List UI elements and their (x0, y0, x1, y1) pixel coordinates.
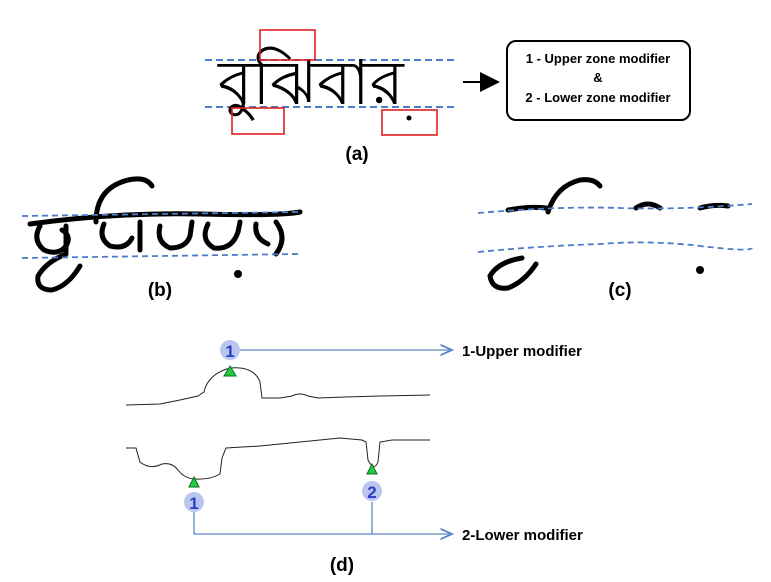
lower-number-label-1: 1 (189, 494, 198, 513)
panel-c: (c) (477, 177, 753, 301)
lower-peak-marker-2 (366, 462, 378, 475)
panel-d-label: (d) (330, 555, 354, 576)
bengali-word: বুঝিবার (217, 46, 405, 121)
panel-d: 1 1-Upper modifier 1 2 2-Lower modifier … (125, 340, 583, 576)
lower-peak-marker-1 (188, 475, 200, 488)
handwritten-word (27, 176, 303, 293)
panel-c-label: (c) (608, 280, 631, 301)
zone-legend-line-1: 1 - Upper zone modifier (526, 51, 670, 66)
lower-modifier-text: 2-Lower modifier (462, 527, 583, 544)
panel-a: বুঝিবার 1 - Upper zone modifier & 2 - Lo… (205, 29, 691, 165)
upper-profile-curve (125, 367, 431, 406)
lower-number-marker-1 (184, 492, 204, 512)
lower-guide-line-b (21, 253, 299, 259)
upper-modifier-text: 1-Upper modifier (462, 343, 582, 360)
lower-number-label-2: 2 (367, 483, 376, 502)
zone-legend-box (506, 40, 691, 121)
zone-legend-line-3: 2 - Lower zone modifier (525, 90, 670, 105)
zone-legend-line-2: & (593, 70, 602, 85)
upper-number-label: 1 (225, 342, 234, 361)
handwritten-lower-dot (234, 270, 242, 278)
upper-guide-line-b (21, 211, 299, 217)
panel-b: (b) (21, 176, 303, 301)
lower-modifier-dot (406, 115, 412, 121)
extracted-modifiers (487, 177, 731, 291)
upper-number-marker (220, 340, 240, 360)
lower-modifier-box-left (231, 107, 285, 135)
upper-guide-line-c (477, 203, 753, 214)
lower-modifier-box-right (381, 109, 438, 136)
upper-peak-marker (223, 365, 237, 377)
extracted-lower-dot (696, 266, 704, 274)
lower-profile-curve (126, 437, 430, 480)
lower-guide-line-c (477, 241, 753, 253)
panel-a-label: (a) (345, 144, 368, 165)
lower-connector-line (193, 512, 372, 535)
upper-modifier-box (259, 29, 316, 61)
lower-number-marker-2 (362, 481, 382, 501)
panel-b-label: (b) (148, 280, 172, 301)
